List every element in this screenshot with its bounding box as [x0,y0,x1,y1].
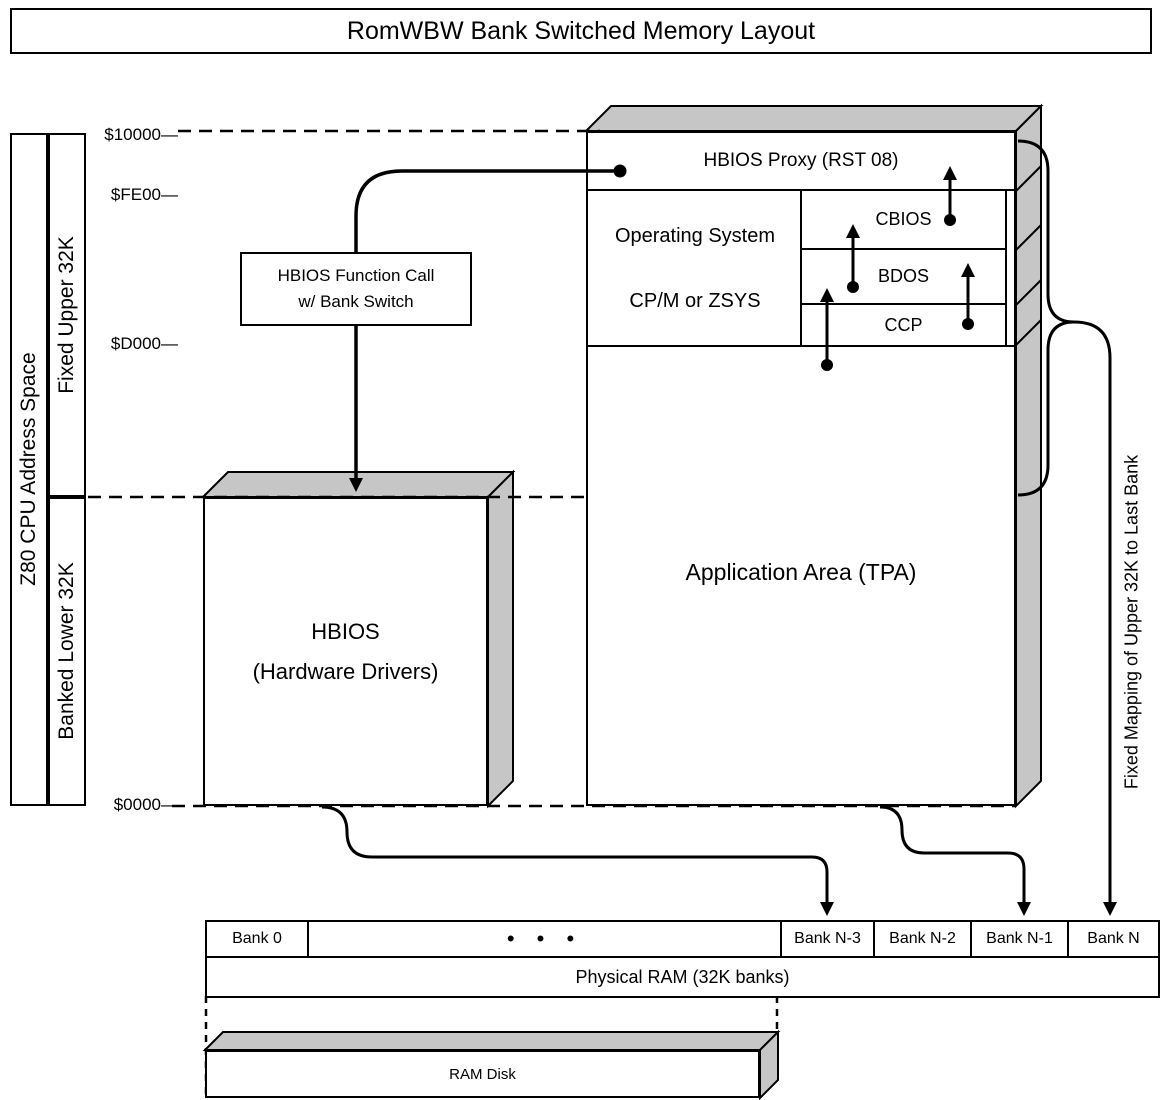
ram-disk-box: RAM Disk [205,1050,760,1098]
hbios-proxy-row: HBIOS Proxy (RST 08) [588,133,1014,191]
tpa-to-bank-arrow [879,805,1031,916]
os-label-line2: CP/M or ZSYS [629,290,761,312]
physical-ram-label: Physical RAM (32K banks) [575,966,790,987]
main-box-right-face [1015,103,1042,809]
bdos-label: BDOS [877,266,929,286]
bdos-row-3d-edge [1015,279,1042,306]
banked-lower-32k-bar [48,497,86,806]
address-marker-10000: $10000— [104,125,178,144]
hbios-function-call-box: HBIOS Function Call w/ Bank Switch [240,252,472,326]
os-label-line1: Operating System [614,225,776,247]
hbios-label-line1: HBIOS [311,618,380,644]
upper-memory-box: HBIOS Proxy (RST 08) Operating System CP… [586,131,1016,806]
proxy-row-3d-edge [1015,165,1042,192]
bank-ellipsis: • • • [506,926,583,951]
call-box-line2: w/ Bank Switch [298,292,414,311]
ccp-row-3d-edge [1015,319,1042,346]
bank-n3-label: Bank N-3 [794,930,861,947]
application-area-label: Application Area (TPA) [685,559,917,585]
bank-n-cell: Bank N [1067,922,1158,956]
bank-n3-cell: Bank N-3 [780,922,873,956]
bank-0-label: Bank 0 [232,930,282,947]
cbios-label: CBIOS [875,209,932,229]
bank-ellipsis-cell: • • • [307,922,780,956]
physical-ram-bar: Physical RAM (32K banks) [205,956,1160,998]
fixed-mapping-arrow [1073,320,1117,916]
os-tpa-divider [588,345,1014,347]
call-box-line1: HBIOS Function Call [277,266,435,285]
ram-disk-label: RAM Disk [449,1065,516,1083]
bank-n2-label: Bank N-2 [889,930,956,947]
address-marker-d000: $D000— [110,334,178,353]
bank-n1-cell: Bank N-1 [970,922,1067,956]
fixed-upper-32k-bar [48,133,86,497]
cbios-row-3d-edge [1015,224,1042,251]
os-components-column: CBIOS BDOS CCP [800,191,1007,345]
proxy-to-hbios-arrow [349,169,620,492]
hbios-label-line2: (Hardware Drivers) [252,658,439,684]
bank-0-cell: Bank 0 [207,922,307,956]
cbios-cell: CBIOS [802,191,1005,250]
hbios-box: HBIOS (Hardware Drivers) [203,497,488,806]
ccp-cell: CCP [802,305,1005,345]
address-marker-0000: $0000— [113,795,178,814]
address-marker-fe00: $FE00— [110,185,178,204]
hbios-box-right-face [487,469,514,809]
bank-n2-cell: Bank N-2 [873,922,970,956]
page-title: RomWBW Bank Switched Memory Layout [346,16,816,45]
ccp-label: CCP [884,314,923,335]
bank-n-label: Bank N [1087,930,1140,947]
bdos-cell: BDOS [802,250,1005,305]
diagram-title-box: RomWBW Bank Switched Memory Layout [10,8,1152,54]
z80-address-space-bar [10,133,48,806]
bank-n1-label: Bank N-1 [986,930,1053,947]
hbios-proxy-label: HBIOS Proxy (RST 08) [703,150,899,171]
hbios-to-bank-arrow [321,805,834,916]
ramdisk-right-face [759,1029,779,1100]
